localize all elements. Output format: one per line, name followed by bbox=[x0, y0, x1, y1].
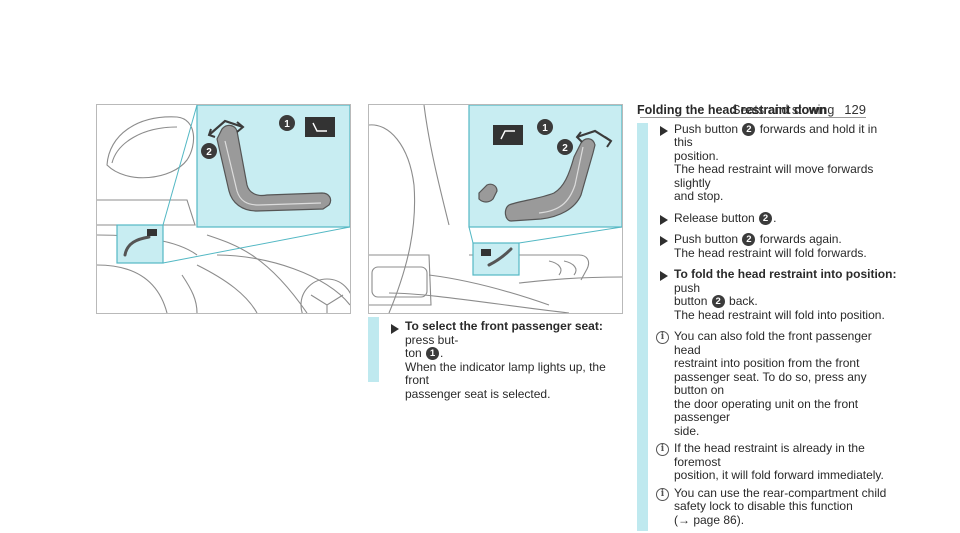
head-restraint-handle bbox=[216, 124, 332, 212]
door-speaker bbox=[369, 254, 432, 306]
door-frame bbox=[369, 124, 416, 313]
steering-wheel-hub bbox=[300, 278, 350, 313]
door-armrest bbox=[469, 254, 590, 281]
note-item: i You can also fold the front passenger … bbox=[648, 329, 899, 442]
info-icon: i bbox=[656, 487, 669, 501]
head-restraint-handle bbox=[504, 138, 596, 222]
button-number-badge: 2 bbox=[759, 211, 773, 225]
page-reference-link[interactable]: (→ page 86). bbox=[674, 512, 745, 527]
button-highlight-box bbox=[116, 224, 164, 264]
step-item: Push button 2 forwards and hold it in th… bbox=[648, 122, 899, 212]
button-number-badge: 2 bbox=[742, 122, 756, 136]
button-number-badge: 2 bbox=[711, 295, 725, 308]
note-item: i If the head restraint is already in th… bbox=[648, 441, 899, 487]
info-icon: i bbox=[656, 443, 669, 456]
head-restraint-section: Folding the head restraint down Push but… bbox=[637, 103, 899, 532]
seat-button-graphic bbox=[305, 117, 335, 137]
side-mirror bbox=[106, 116, 195, 179]
instruction-list: Push button 2 forwards and hold it in th… bbox=[637, 122, 899, 532]
callout-1-icon bbox=[279, 115, 295, 131]
step-item: To select the front passenger seat: pres… bbox=[379, 317, 621, 401]
callout-2-icon bbox=[557, 139, 573, 155]
button-number-badge: 1 bbox=[426, 347, 440, 360]
callout-1-icon bbox=[537, 119, 553, 135]
seat-button-graphic bbox=[493, 125, 523, 145]
steering-wheel-edge bbox=[206, 234, 308, 313]
door-trim bbox=[97, 199, 196, 226]
step-arrow-icon bbox=[660, 236, 668, 246]
step-item: To fold the head restraint into position… bbox=[648, 267, 899, 330]
callout-1-label: 1 bbox=[284, 119, 290, 130]
step-item: Push button 2 forwards again. The head r… bbox=[648, 232, 899, 268]
step-arrow-icon bbox=[660, 214, 668, 225]
step-arrow-icon bbox=[391, 324, 399, 334]
info-icon: i bbox=[656, 331, 669, 344]
section-title: Seats and stowing bbox=[732, 103, 835, 117]
callout-2-icon bbox=[201, 143, 217, 159]
figure-door-panel-right: 1 2 bbox=[368, 104, 623, 314]
callout-2-label: 2 bbox=[206, 147, 212, 158]
button-highlight-box bbox=[472, 242, 520, 276]
figure-door-panel-left: 1 2 bbox=[96, 104, 351, 314]
page-header: Seats and stowing 129 bbox=[640, 99, 866, 118]
select-passenger-seat-step: To select the front passenger seat: pres… bbox=[368, 317, 621, 400]
door-panel-illustration: 1 2 bbox=[97, 105, 350, 313]
step-arrow-icon bbox=[660, 125, 668, 136]
arrow-double bbox=[208, 119, 244, 136]
step-item: Release button 2. bbox=[648, 211, 899, 234]
callout-1-label: 1 bbox=[542, 123, 548, 134]
page-number: 129 bbox=[844, 102, 866, 117]
button-number-badge: 2 bbox=[742, 233, 756, 246]
passenger-door-illustration: 1 2 bbox=[369, 105, 622, 313]
section-heading: Folding the head restraint down bbox=[637, 103, 827, 117]
callout-2-label: 2 bbox=[562, 143, 568, 154]
step-arrow-icon bbox=[660, 271, 668, 281]
note-item: i You can use the rear-compartment child… bbox=[648, 486, 899, 532]
